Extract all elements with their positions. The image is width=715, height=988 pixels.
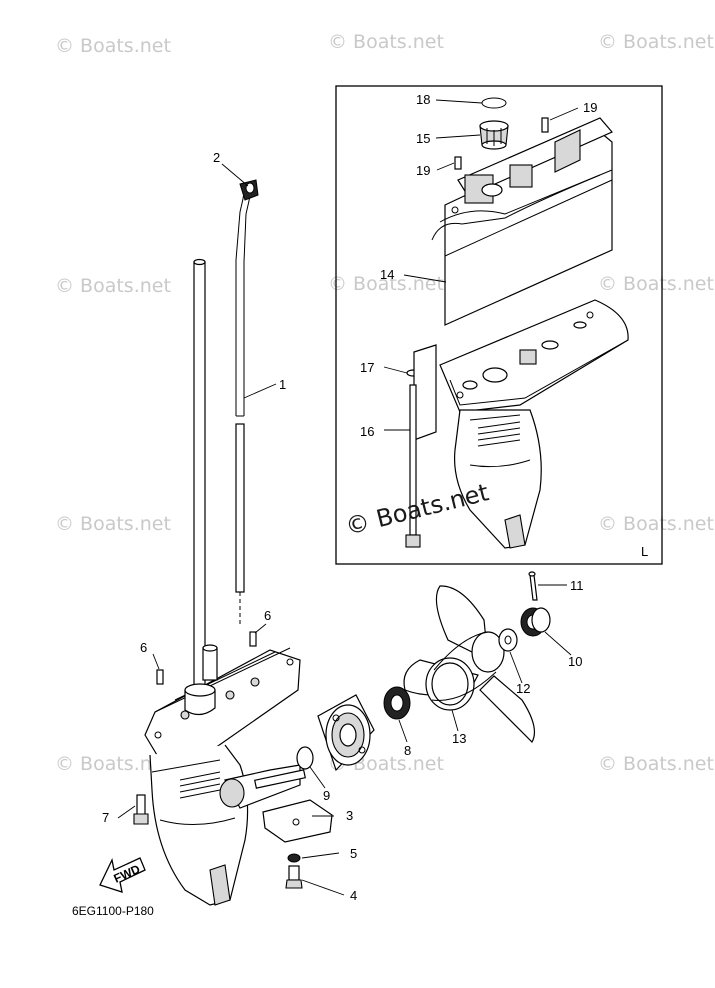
part-label: 11	[570, 578, 584, 593]
grommet-15	[479, 120, 509, 150]
watermark: © Boats.net	[55, 753, 171, 775]
part-label: 5	[350, 846, 357, 861]
watermark: © Boats.net	[328, 273, 444, 295]
watermark: © Boats.net	[55, 35, 171, 57]
part-label: 7	[102, 810, 109, 825]
watermark: © Boats.net	[328, 31, 444, 53]
cotter-pin-11	[528, 571, 538, 601]
bolt-7	[133, 794, 149, 825]
fwd-label: FWD	[112, 862, 143, 886]
part-labels: 2 1 3 4 5 6 6 7 8 9 10 11 12 13 14 15 16…	[102, 92, 597, 903]
fwd-arrow-icon: FWD	[99, 857, 146, 893]
part-label: 15	[416, 131, 430, 146]
washer-12	[498, 628, 518, 652]
center-watermark: © Boats.net	[343, 478, 492, 541]
dowel-pin-6	[156, 669, 164, 685]
upper-casing-14	[431, 117, 613, 326]
bearing-housing	[317, 694, 375, 772]
lower-case	[144, 644, 306, 906]
part-label: 19	[416, 163, 430, 178]
part-label: 16	[360, 424, 374, 439]
part-label: 1	[279, 377, 286, 392]
inset-detail: L	[335, 85, 663, 565]
part-label: 8	[404, 743, 411, 758]
watermark-layer: © Boats.net © Boats.net © Boats.net © Bo…	[55, 31, 714, 775]
part-label: 12	[516, 681, 530, 696]
dowel-pin-19	[454, 156, 462, 170]
part-label: 3	[346, 808, 353, 823]
part-label: 9	[323, 788, 330, 803]
part-label: 14	[380, 267, 394, 282]
part-label: 4	[350, 888, 357, 903]
anode-3	[262, 799, 333, 843]
watermark: © Boats.net	[598, 31, 714, 53]
dowel-pin-6	[249, 631, 257, 647]
part-label: 6	[140, 640, 147, 655]
watermark: © Boats.net	[598, 513, 714, 535]
thrust-washer-8	[383, 686, 411, 720]
part-label: 13	[452, 731, 466, 746]
inset-corner-label: L	[641, 544, 648, 559]
watermark: © Boats.net	[598, 273, 714, 295]
lower-case-inset	[439, 299, 629, 549]
water-tube-1	[235, 187, 252, 625]
grommet-2	[239, 179, 259, 201]
propeller-13	[403, 585, 535, 743]
circlip-18	[481, 97, 507, 109]
gasket-strip	[413, 344, 437, 441]
part-label: 19	[583, 100, 597, 115]
washer-5	[287, 853, 301, 863]
part-label: 2	[213, 150, 220, 165]
part-label: 17	[360, 360, 374, 375]
watermark: © Boats.net	[55, 275, 171, 297]
diagram-code: 6EG1100-P180	[72, 904, 154, 918]
leader-lines	[117, 99, 579, 896]
watermark: © Boats.net	[55, 513, 171, 535]
drive-shaft	[193, 258, 206, 693]
part-label: 6	[264, 608, 271, 623]
long-bolt-16	[405, 384, 421, 548]
watermark: © Boats.net	[598, 753, 714, 775]
bolt-4	[285, 865, 303, 889]
propeller-nut-10	[520, 607, 551, 637]
o-ring-9	[296, 746, 314, 770]
inset-frame	[335, 85, 663, 565]
part-label: 18	[416, 92, 430, 107]
dowel-pin-19	[541, 117, 549, 133]
part-label: 10	[568, 654, 582, 669]
